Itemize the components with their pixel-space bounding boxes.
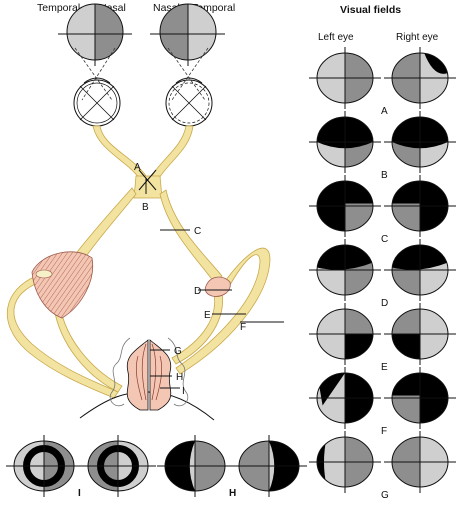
- optic-pathway: [6, 125, 271, 399]
- field-left-eye-f: [309, 367, 381, 429]
- visual-field-row-c: C: [309, 175, 456, 245]
- label-temporal-left: Temporal: [37, 2, 80, 14]
- field-left-eye-a: [309, 47, 381, 109]
- right-optic-tract: [159, 189, 223, 283]
- lesion-lines: [138, 169, 284, 389]
- visual-field-row-label: G: [381, 490, 389, 500]
- lesion-label-b: B: [142, 202, 149, 213]
- field-left-eye-d: [309, 239, 381, 301]
- visual-field-row-b: B: [309, 111, 456, 181]
- right-radiation-inner: [171, 291, 224, 365]
- visual-field-row-label: B: [381, 170, 388, 181]
- visual-field-row-label: E: [381, 362, 388, 373]
- projection-lines: [74, 47, 209, 101]
- left-eyeball: [73, 77, 121, 127]
- bottom-field-pair-h: H: [157, 435, 307, 499]
- field-right-eye-b: [384, 111, 456, 173]
- visual-field-rows: A B C D E F G: [309, 47, 456, 501]
- bottom-field-right-h: [231, 435, 307, 497]
- lesion-label-i: I: [182, 386, 185, 397]
- lesion-label-d: D: [194, 286, 201, 297]
- field-right-eye-d: [384, 239, 456, 301]
- lesion-label-f: F: [240, 322, 246, 333]
- bottom-field-label: H: [229, 488, 236, 499]
- visual-fields-title: Visual fields: [340, 4, 401, 16]
- right-optic-radiation: [175, 247, 271, 375]
- lesion-label-c: C: [194, 226, 201, 237]
- visual-field-row-e: E: [309, 303, 456, 373]
- left-lgn: [31, 251, 94, 319]
- field-right-eye-f: [384, 367, 456, 429]
- visual-field-row-label: D: [381, 298, 388, 309]
- bottom-field-right-i: [80, 435, 156, 497]
- right-lgn: [204, 276, 231, 297]
- lesion-label-a: A: [134, 162, 141, 173]
- bottom-field-label: I: [78, 488, 81, 499]
- right-eyeball: [165, 77, 213, 127]
- field-left-eye-e: [309, 303, 381, 365]
- visual-field-row-label: A: [381, 106, 388, 117]
- lesion-label-e: E: [204, 310, 211, 321]
- lesion-label-h: H: [176, 372, 183, 383]
- left-calcarine-cortex: [126, 339, 149, 411]
- bottom-field-pair-i: I: [6, 435, 156, 499]
- visual-field-row-g: G: [309, 431, 456, 501]
- visual-field-row-f: F: [309, 367, 456, 437]
- visual-field-row-label: C: [381, 234, 388, 245]
- field-left-eye-b: [309, 111, 381, 173]
- occipital-cortex: [79, 337, 215, 421]
- field-left-eye-g: [309, 431, 381, 493]
- bottom-field-left-i: [6, 435, 82, 497]
- field-right-eye-g: [384, 431, 456, 493]
- field-right-eye-c: [384, 175, 456, 237]
- left-optic-tract: [73, 187, 137, 263]
- visual-field-row-label: F: [381, 426, 387, 437]
- visual-field-row-d: D: [309, 239, 456, 309]
- right-eye-label: Right eye: [396, 32, 439, 43]
- left-eye-label: Left eye: [318, 32, 354, 43]
- bottom-field-left-h: [157, 435, 233, 497]
- right-optic-nerve: [150, 125, 194, 181]
- field-right-eye-e: [384, 303, 456, 365]
- field-right-eye-a: [384, 47, 456, 109]
- field-left-eye-c: [309, 175, 381, 237]
- lesion-label-g: G: [174, 346, 182, 357]
- visual-field-row-a: A: [309, 47, 456, 117]
